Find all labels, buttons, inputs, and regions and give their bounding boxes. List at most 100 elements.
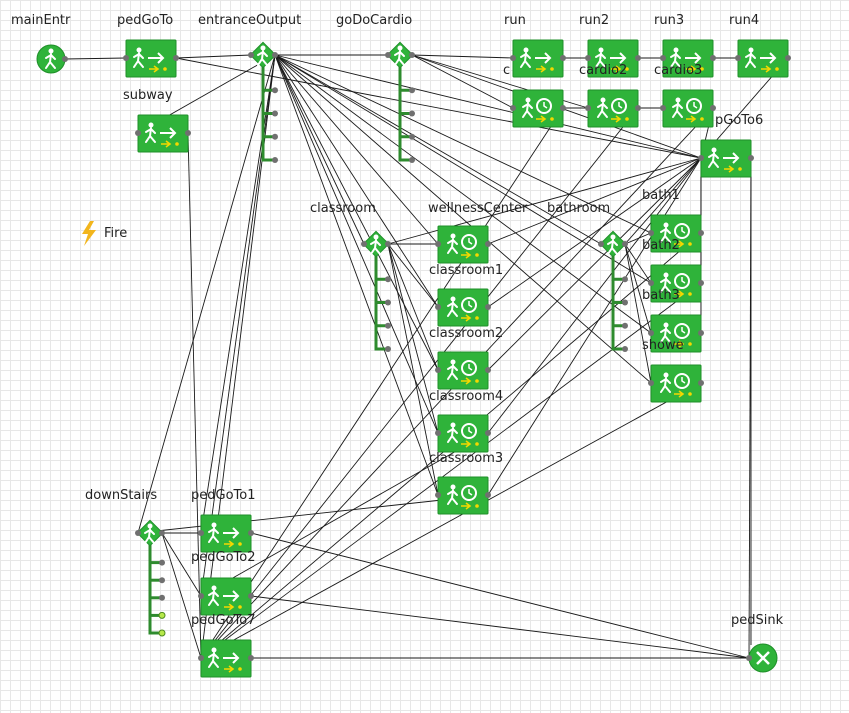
- connector-entranceOutput-classroom[interactable]: [274, 54, 365, 245]
- classroom-out-port[interactable]: [385, 241, 391, 247]
- block-run3[interactable]: run3: [654, 13, 716, 78]
- classroom-branch-port-3[interactable]: [385, 322, 391, 329]
- bath1-out-port[interactable]: [698, 230, 704, 236]
- bath3-in-port[interactable]: [648, 330, 654, 336]
- classroom1-out-port[interactable]: [485, 304, 491, 310]
- wellnessCenter-out-port[interactable]: [485, 241, 491, 247]
- connector-mainEntr-pedGoTo[interactable]: [64, 57, 127, 60]
- connector-pedGoTo-entranceOutput[interactable]: [175, 54, 252, 59]
- bath2-in-port[interactable]: [648, 280, 654, 286]
- subway-out-port[interactable]: [185, 130, 191, 136]
- block-run4[interactable]: run4: [729, 13, 791, 78]
- bathroom-in-port[interactable]: [598, 241, 604, 247]
- block-classroom4[interactable]: classroom4: [429, 389, 503, 453]
- block-shower[interactable]: showe: [642, 338, 704, 403]
- bath3-out-port[interactable]: [698, 330, 704, 336]
- block-downStairs[interactable]: downStairs: [85, 488, 166, 637]
- block-classroom2[interactable]: classroom2: [429, 326, 503, 390]
- block-cardio3[interactable]: cardio3: [654, 63, 716, 128]
- downStairs-in-port[interactable]: [135, 530, 141, 536]
- downStairs-branch-port-4[interactable]: [158, 611, 166, 619]
- pedGoTo7-out-port[interactable]: [248, 655, 254, 661]
- pedGoTo6-in-port[interactable]: [698, 155, 704, 161]
- connector-goDoCardio-run[interactable]: [411, 54, 514, 59]
- block-run[interactable]: run: [504, 13, 566, 78]
- classroom3-in-port[interactable]: [435, 492, 441, 498]
- connector-pedGoTo1-pedSink[interactable]: [250, 532, 750, 659]
- connector-bathroom-bath3[interactable]: [624, 243, 652, 334]
- connector-classroom-classroom3[interactable]: [387, 243, 439, 496]
- connector-downStairs-pedGoTo2[interactable]: [161, 532, 202, 597]
- fire-event[interactable]: Fire: [82, 221, 127, 246]
- pedGoTo1-in-port[interactable]: [198, 530, 204, 536]
- connector-downStairs-pedGoTo7[interactable]: [161, 532, 202, 659]
- pedGoTo6-out-port[interactable]: [748, 155, 754, 161]
- bathroom-branch-port-3[interactable]: [622, 322, 628, 329]
- pedSink-in-port[interactable]: [746, 655, 752, 661]
- run3-in-port[interactable]: [660, 55, 666, 61]
- goDoCardio-branch-port-2[interactable]: [409, 110, 415, 117]
- connector-pedGoTo2-pedSink[interactable]: [250, 595, 750, 659]
- block-wellnessCenter[interactable]: wellnessCenter: [428, 201, 528, 264]
- classroom4-out-port[interactable]: [485, 430, 491, 436]
- downStairs-branch-port-3[interactable]: [159, 594, 165, 601]
- classroom-in-port[interactable]: [361, 241, 367, 247]
- cardio2-out-port[interactable]: [635, 105, 641, 111]
- connector-bathroom-shower[interactable]: [624, 243, 652, 384]
- connector-cardio2-pedGoTo7[interactable]: [200, 107, 639, 659]
- run3-out-port[interactable]: [710, 55, 716, 61]
- connector-classroom-classroom4[interactable]: [387, 243, 439, 434]
- downStairs-branch-port-2[interactable]: [159, 577, 165, 584]
- downStairs-out-port[interactable]: [159, 530, 165, 536]
- block-bathroom[interactable]: bathroom: [547, 201, 628, 352]
- connector-classroom-classroom1[interactable]: [387, 243, 439, 308]
- classroom-branch-port-2[interactable]: [385, 299, 391, 306]
- classroom2-in-port[interactable]: [435, 367, 441, 373]
- run2-out-port[interactable]: [635, 55, 641, 61]
- block-bath1[interactable]: bath1: [642, 188, 704, 253]
- connector-bath2-pedGoTo7[interactable]: [200, 282, 702, 659]
- block-mainEntr[interactable]: mainEntr: [11, 13, 71, 74]
- connector-classroom3-downStairs[interactable]: [137, 494, 489, 534]
- mainEntr-out-port[interactable]: [62, 56, 68, 62]
- classroom4-in-port[interactable]: [435, 430, 441, 436]
- block-pedGoTo[interactable]: pedGoTo: [117, 13, 179, 78]
- bathroom-branch-port-1[interactable]: [622, 276, 628, 283]
- bathroom-branch-port-2[interactable]: [622, 299, 628, 306]
- connector-wellnessCenter-pedGoTo6[interactable]: [487, 157, 702, 245]
- connector-bathroom-pedGoTo6[interactable]: [624, 157, 702, 245]
- block-run2[interactable]: run2: [579, 13, 641, 78]
- block-pedGoTo1[interactable]: pedGoTo1: [191, 488, 256, 553]
- connector-subway-pedGoTo7[interactable]: [187, 132, 202, 659]
- shower-in-port[interactable]: [648, 380, 654, 386]
- pedGoTo2-in-port[interactable]: [198, 593, 204, 599]
- bath1-in-port[interactable]: [648, 230, 654, 236]
- goDoCardio-in-port[interactable]: [385, 52, 391, 58]
- block-classroom3[interactable]: classroom3: [429, 451, 503, 515]
- block-classroom1[interactable]: classroom1: [429, 263, 503, 327]
- connector-entranceOutput-pedGoTo6[interactable]: [274, 54, 702, 159]
- block-pedGoTo2[interactable]: pedGoTo2: [191, 550, 256, 616]
- run2-in-port[interactable]: [585, 55, 591, 61]
- cardio1-in-port[interactable]: [510, 105, 516, 111]
- bath2-out-port[interactable]: [698, 280, 704, 286]
- run-in-port[interactable]: [510, 55, 516, 61]
- classroom-branch-port-4[interactable]: [385, 346, 391, 352]
- entranceOutput-branch-port-1[interactable]: [272, 87, 278, 94]
- connector-bathroom-bath1[interactable]: [624, 232, 652, 245]
- goDoCardio-branch-port-1[interactable]: [409, 87, 415, 94]
- pedGoTo-in-port[interactable]: [123, 55, 129, 61]
- classroom-branch-port-1[interactable]: [385, 276, 391, 283]
- block-bath2[interactable]: bath2: [642, 238, 704, 303]
- entranceOutput-out-port[interactable]: [272, 52, 278, 58]
- block-pedGoTo6[interactable]: pGoTo6: [698, 113, 763, 178]
- connector-goDoCardio-cardio1[interactable]: [411, 54, 514, 109]
- connector-classroom4-pedGoTo6[interactable]: [487, 157, 702, 434]
- block-cardio2[interactable]: cardio2: [579, 63, 641, 128]
- connector-classroom1-pedGoTo6[interactable]: [487, 157, 702, 308]
- goDoCardio-branch-port-3[interactable]: [409, 133, 415, 140]
- pedGoTo7-in-port[interactable]: [198, 655, 204, 661]
- classroom1-in-port[interactable]: [435, 304, 441, 310]
- connector-classroom3-pedGoTo6[interactable]: [487, 157, 702, 496]
- classroom3-out-port[interactable]: [485, 492, 491, 498]
